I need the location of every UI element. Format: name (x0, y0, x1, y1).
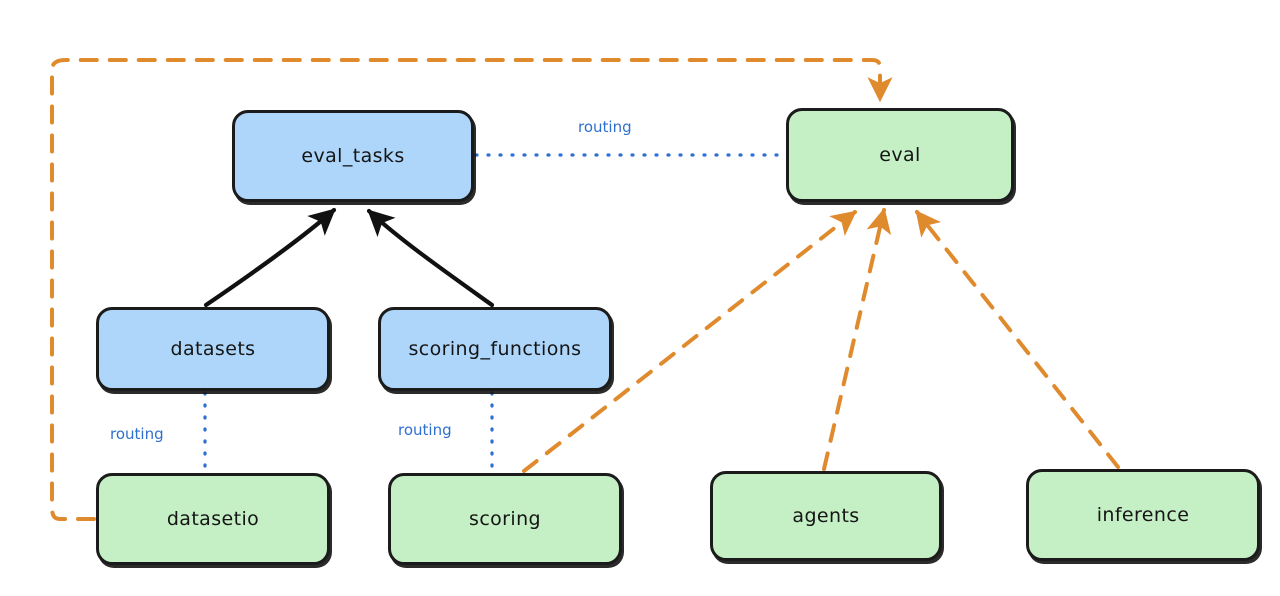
node-label: agents (792, 505, 860, 527)
node-datasetio[interactable]: datasetio (96, 473, 330, 565)
edge-label-routing-datasets-datasetio: routing (110, 425, 164, 443)
node-eval[interactable]: eval (786, 108, 1014, 202)
node-datasets[interactable]: datasets (96, 307, 330, 391)
edge-label-routing-scoring-functions-scoring: routing (398, 421, 452, 439)
edge-datasets-to-eval-tasks (203, 207, 337, 308)
edge-label-routing-eval-tasks-eval: routing (578, 118, 632, 136)
node-eval-tasks[interactable]: eval_tasks (232, 110, 474, 202)
edge-inference-to-eval (915, 210, 1120, 469)
node-label: inference (1096, 504, 1190, 526)
node-label: datasetio (166, 508, 260, 530)
node-label: scoring (469, 508, 541, 530)
edge-scoring-functions-to-eval-tasks (366, 208, 495, 308)
node-label: eval_tasks (301, 145, 405, 167)
node-label: datasets (170, 338, 256, 360)
edge-agents-to-eval (822, 207, 892, 471)
node-label: eval (879, 144, 921, 166)
node-scoring-functions[interactable]: scoring_functions (378, 307, 612, 391)
node-inference[interactable]: inference (1026, 469, 1260, 561)
node-label: scoring_functions (408, 338, 582, 360)
node-agents[interactable]: agents (710, 471, 942, 561)
node-scoring[interactable]: scoring (388, 473, 622, 565)
